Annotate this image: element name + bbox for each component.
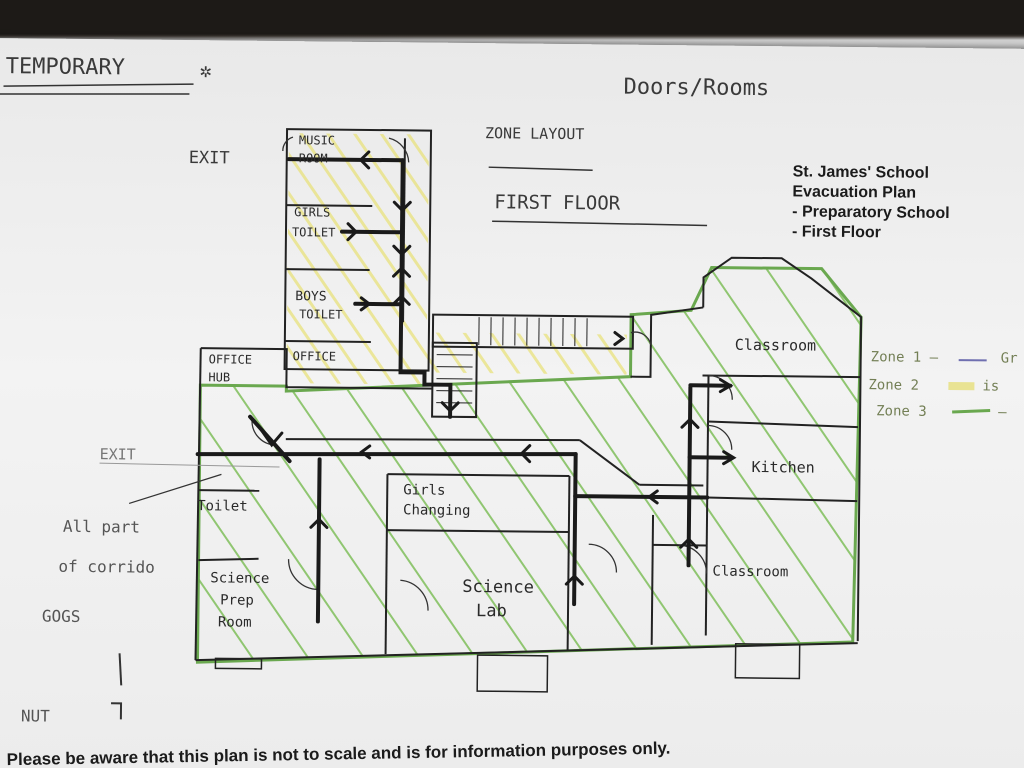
room-girls-toilet-1: GIRLS — [294, 205, 331, 220]
room-office-hub-1: OFFICE — [208, 352, 253, 367]
legend-zone3: Zone 3 — [876, 403, 927, 420]
exit-label-left: EXIT — [99, 445, 136, 464]
floor-plan-drawing — [0, 83, 991, 720]
route-arrows — [260, 150, 737, 586]
room-girls-changing-2: Changing — [402, 502, 471, 520]
title-building: - Preparatory School — [792, 203, 950, 223]
legend-zone2-tail: is — [982, 378, 1000, 395]
title-plan: Evacuation Plan — [792, 183, 917, 202]
room-classroom-top: Classroom — [734, 335, 817, 355]
title-floor: - First Floor — [791, 223, 881, 242]
room-science-prep-3: Room — [217, 614, 252, 631]
room-science-lab-2: Lab — [475, 601, 507, 622]
note-all-part: All part — [62, 516, 141, 537]
note-gogs: GOGS — [41, 606, 81, 626]
exit-left-marker — [99, 462, 280, 468]
star-icon: ✲ — [199, 58, 212, 83]
room-music-1: MUSIC — [298, 133, 336, 148]
room-classroom-bottom: Classroom — [712, 563, 789, 581]
legend-zone1-tail: Gr — [1000, 350, 1018, 367]
legend-swatches — [948, 359, 991, 414]
legend-zone3-tail: — — [998, 404, 1007, 421]
room-toilet: Toilet — [197, 498, 248, 515]
room-office-hub-2: HUB — [208, 370, 231, 385]
note-nut: NUT — [20, 706, 50, 726]
title-block: St. James' School Evacuation Plan - Prep… — [792, 162, 950, 244]
room-boys-toilet-1: BOYS — [295, 289, 327, 305]
legend-zone2: Zone 2 — [868, 377, 920, 394]
room-science-prep-2: Prep — [220, 592, 254, 609]
zone-layout-label: ZONE LAYOUT — [484, 124, 585, 144]
exit-label-top: EXIT — [188, 148, 230, 169]
annotation-corner — [111, 702, 123, 720]
annotation-tick — [118, 653, 123, 686]
room-science-lab-1: Science — [462, 576, 535, 598]
doors-rooms-label: Doors/Rooms — [623, 74, 770, 102]
annotation-leader — [128, 473, 222, 505]
escape-routes — [195, 157, 733, 624]
walls — [194, 128, 863, 693]
room-boys-toilet-2: TOILET — [299, 307, 343, 322]
temporary-label: TEMPORARY — [5, 54, 126, 81]
title-school: St. James' School — [792, 163, 930, 182]
room-girls-toilet-2: TOILET — [291, 225, 336, 240]
header-underlines — [0, 83, 708, 227]
room-office: OFFICE — [292, 349, 337, 364]
note-of-corridor: of corrido — [58, 556, 155, 577]
legend-zone1: Zone 1 — — [870, 349, 939, 366]
room-music-2: ROOM — [298, 151, 328, 166]
room-science-prep-1: Science — [210, 570, 270, 587]
room-kitchen: Kitchen — [751, 457, 815, 477]
first-floor-label: FIRST FLOOR — [494, 191, 621, 215]
door-swings — [251, 136, 733, 611]
room-girls-changing-1: Girls — [403, 482, 446, 499]
evacuation-plan-sheet: TEMPORARY ✲ Doors/Rooms ZONE LAYOUT FIRS… — [0, 38, 1024, 768]
